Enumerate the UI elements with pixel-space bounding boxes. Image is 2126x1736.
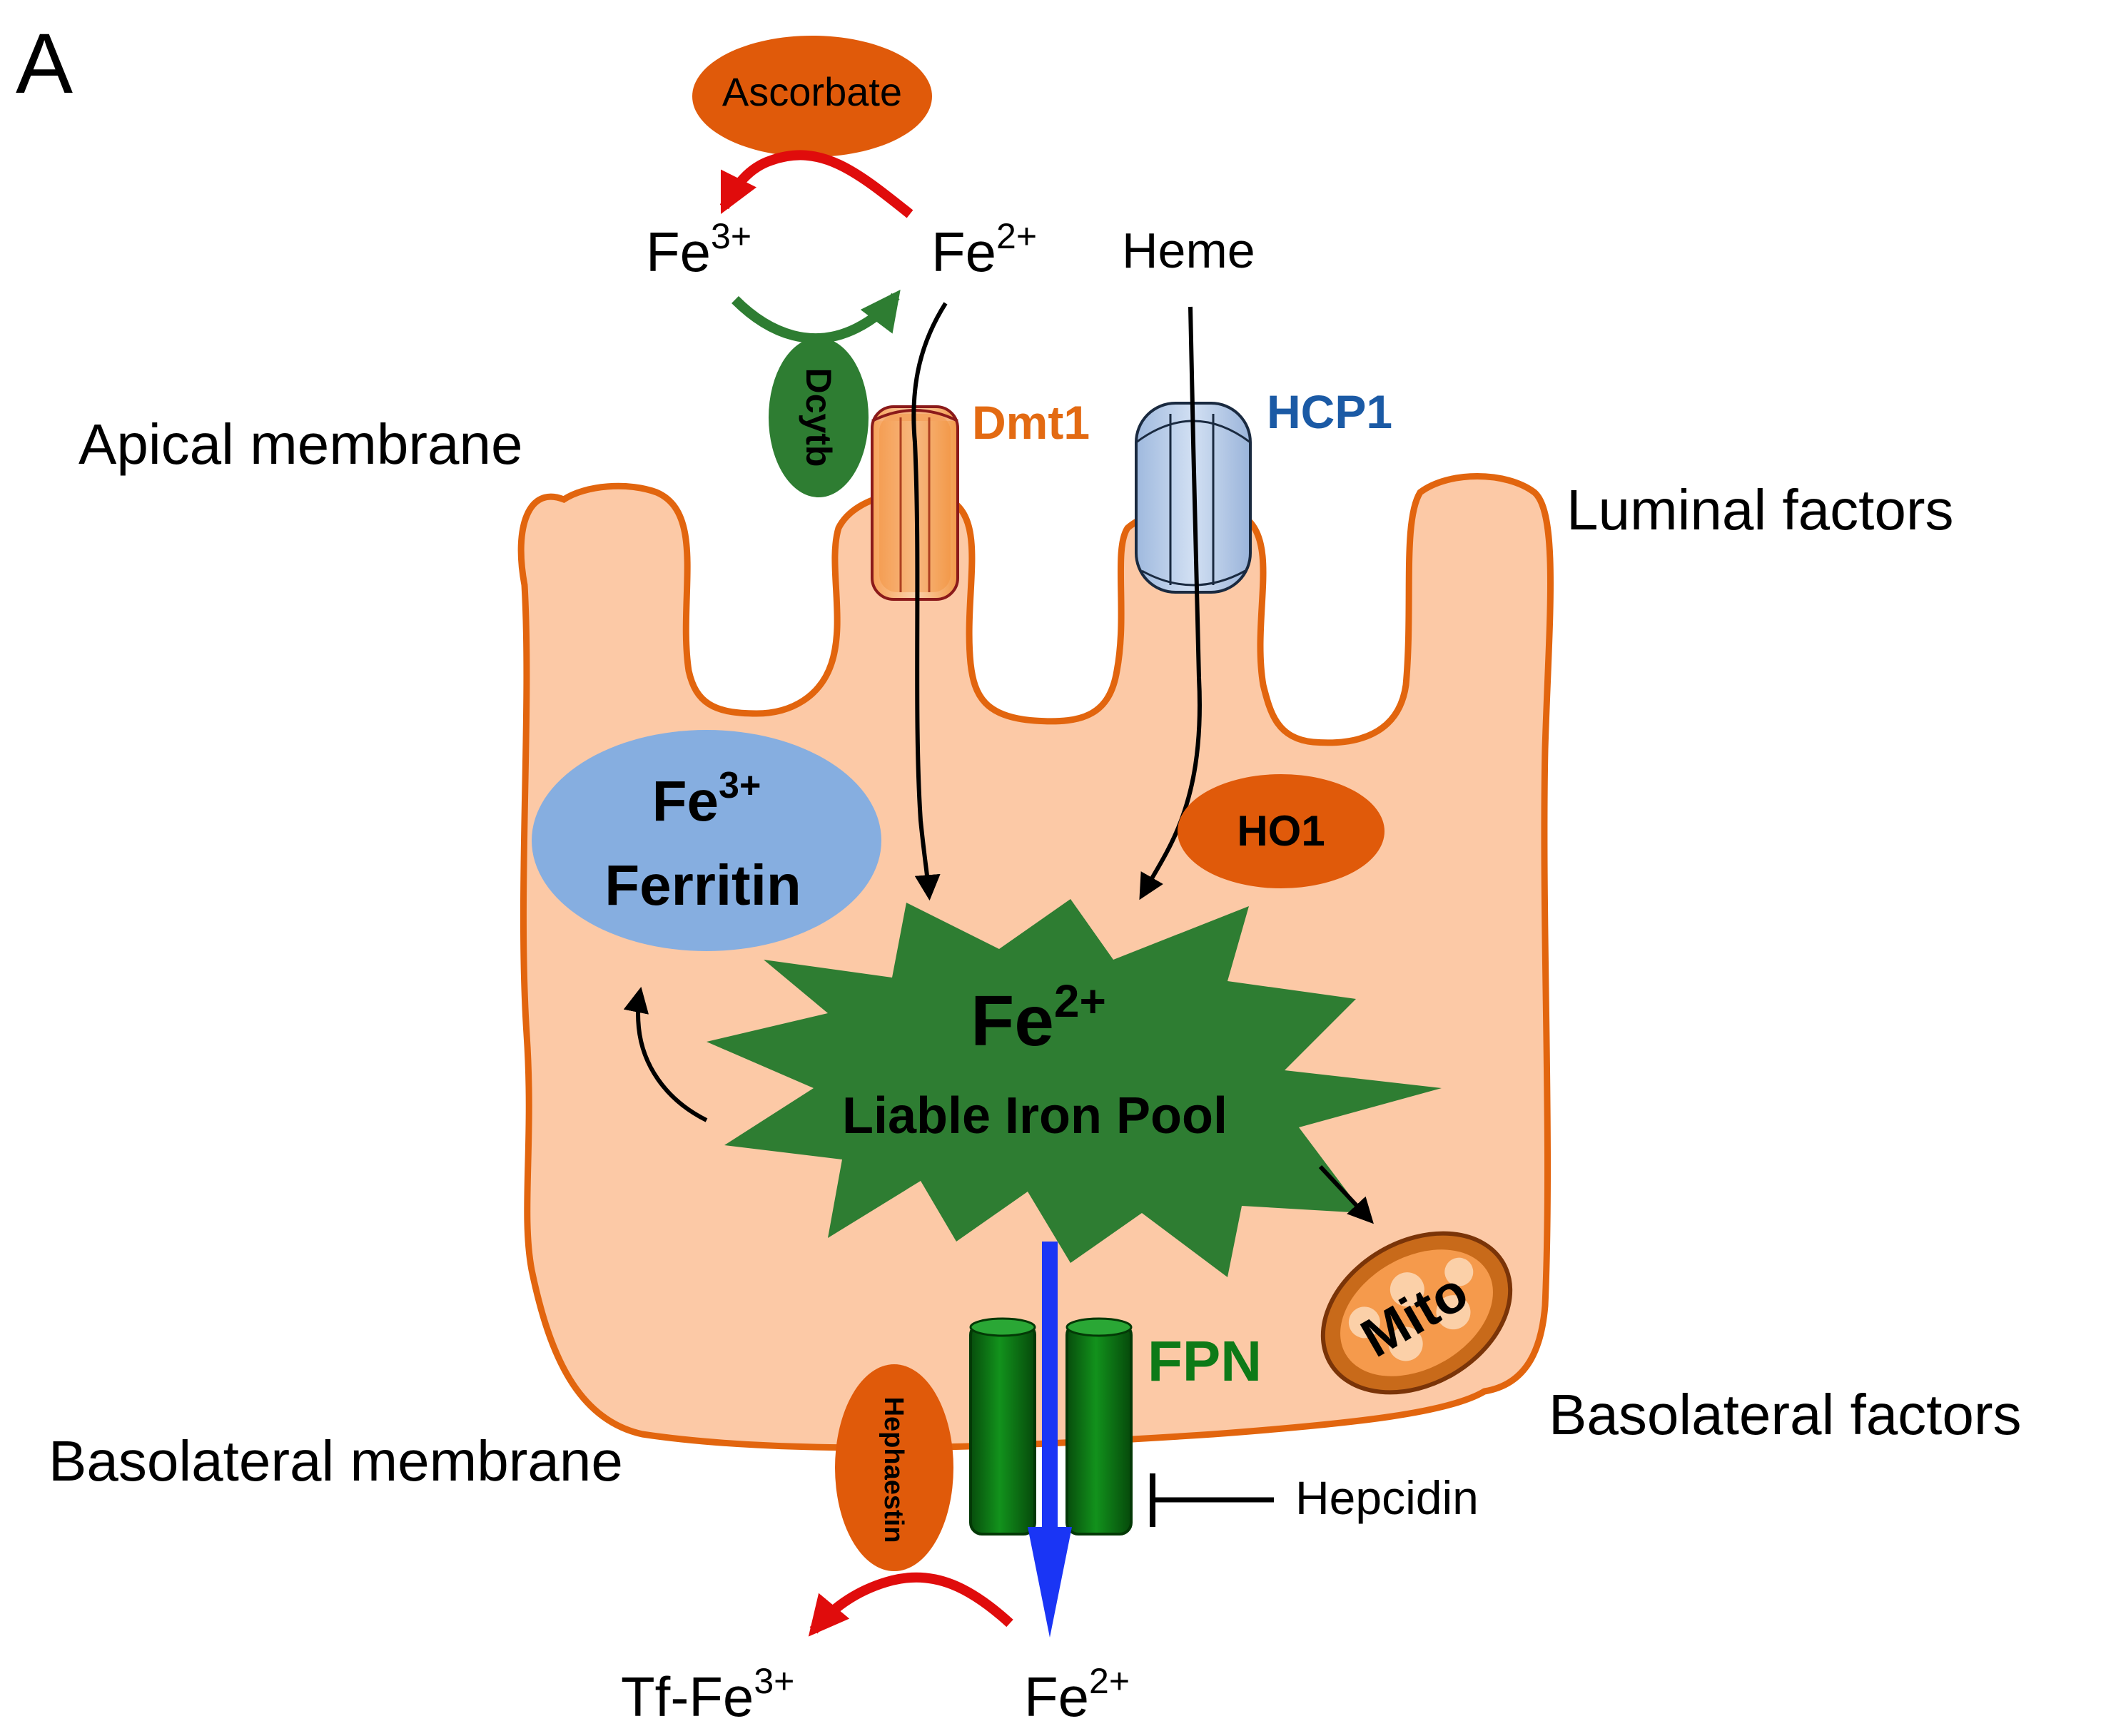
- apical-membrane-label: Apical membrane: [79, 412, 523, 476]
- pool-to-ferritin-arrow: [623, 986, 708, 1122]
- ferritin-fe-label: Fe3+: [652, 765, 761, 833]
- ho1-ellipse: [1178, 774, 1385, 888]
- pool-name-label: Liable Iron Pool: [842, 1087, 1227, 1144]
- fpn-export-arrow: [1028, 1242, 1072, 1638]
- hephaestin-ellipse: [835, 1364, 953, 1571]
- ferritin-ellipse: [532, 730, 881, 951]
- panel-label: A: [16, 16, 73, 111]
- fe3-top-label: Fe3+: [646, 216, 751, 283]
- ferroportin: [969, 1317, 1133, 1536]
- hepcidin-inhibition: [1150, 1473, 1274, 1527]
- ascorbate-ellipse: [692, 36, 932, 157]
- fe2-top-label: Fe2+: [931, 216, 1037, 283]
- labile-iron-pool-star: [707, 899, 1442, 1277]
- heme-label: Heme: [1122, 223, 1255, 278]
- dcytb-arrow: [732, 290, 901, 344]
- basolateral-membrane-label: Basolateral membrane: [49, 1429, 623, 1493]
- ferritin-label: Ferritin: [604, 853, 801, 917]
- dcytb-ellipse: [769, 337, 869, 497]
- ho1-label: HO1: [1237, 807, 1325, 855]
- dcytb-label: Dcytb: [799, 368, 839, 467]
- ascorbate-reduction-arrow: [719, 150, 913, 218]
- hephaestin-oxidation-arrow: [808, 1572, 1013, 1637]
- pool-fe-label: Fe2+: [971, 975, 1106, 1061]
- basolateral-factors-label: Basolateral factors: [1549, 1383, 2022, 1446]
- fpn-label: FPN: [1148, 1329, 1262, 1393]
- hcp1-label: HCP1: [1267, 385, 1392, 438]
- ascorbate-label: Ascorbate: [722, 69, 902, 114]
- tf-fe3-label: Tf-Fe3+: [621, 1661, 794, 1728]
- hepcidin-label: Hepcidin: [1295, 1471, 1479, 1524]
- luminal-factors-label: Luminal factors: [1566, 478, 1953, 542]
- hephaestin-label: Hephaestin: [879, 1397, 908, 1543]
- mitochondrion: [1320, 1231, 1513, 1395]
- dmt1-transport-arrow: [911, 302, 948, 901]
- pool-to-mito-arrow: [1318, 1164, 1374, 1224]
- dmt1-label: Dmt1: [972, 396, 1090, 449]
- fe2-bottom-label: Fe2+: [1024, 1661, 1130, 1728]
- hcp1-transport-arrow: [1139, 306, 1202, 900]
